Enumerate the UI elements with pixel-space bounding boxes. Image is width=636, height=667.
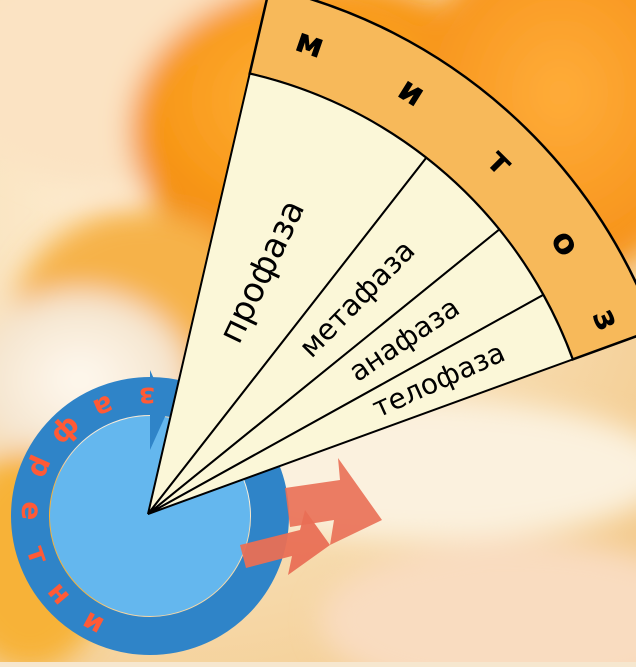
interphase-letter: з [138,381,155,414]
interphase-letter: е [15,501,49,521]
